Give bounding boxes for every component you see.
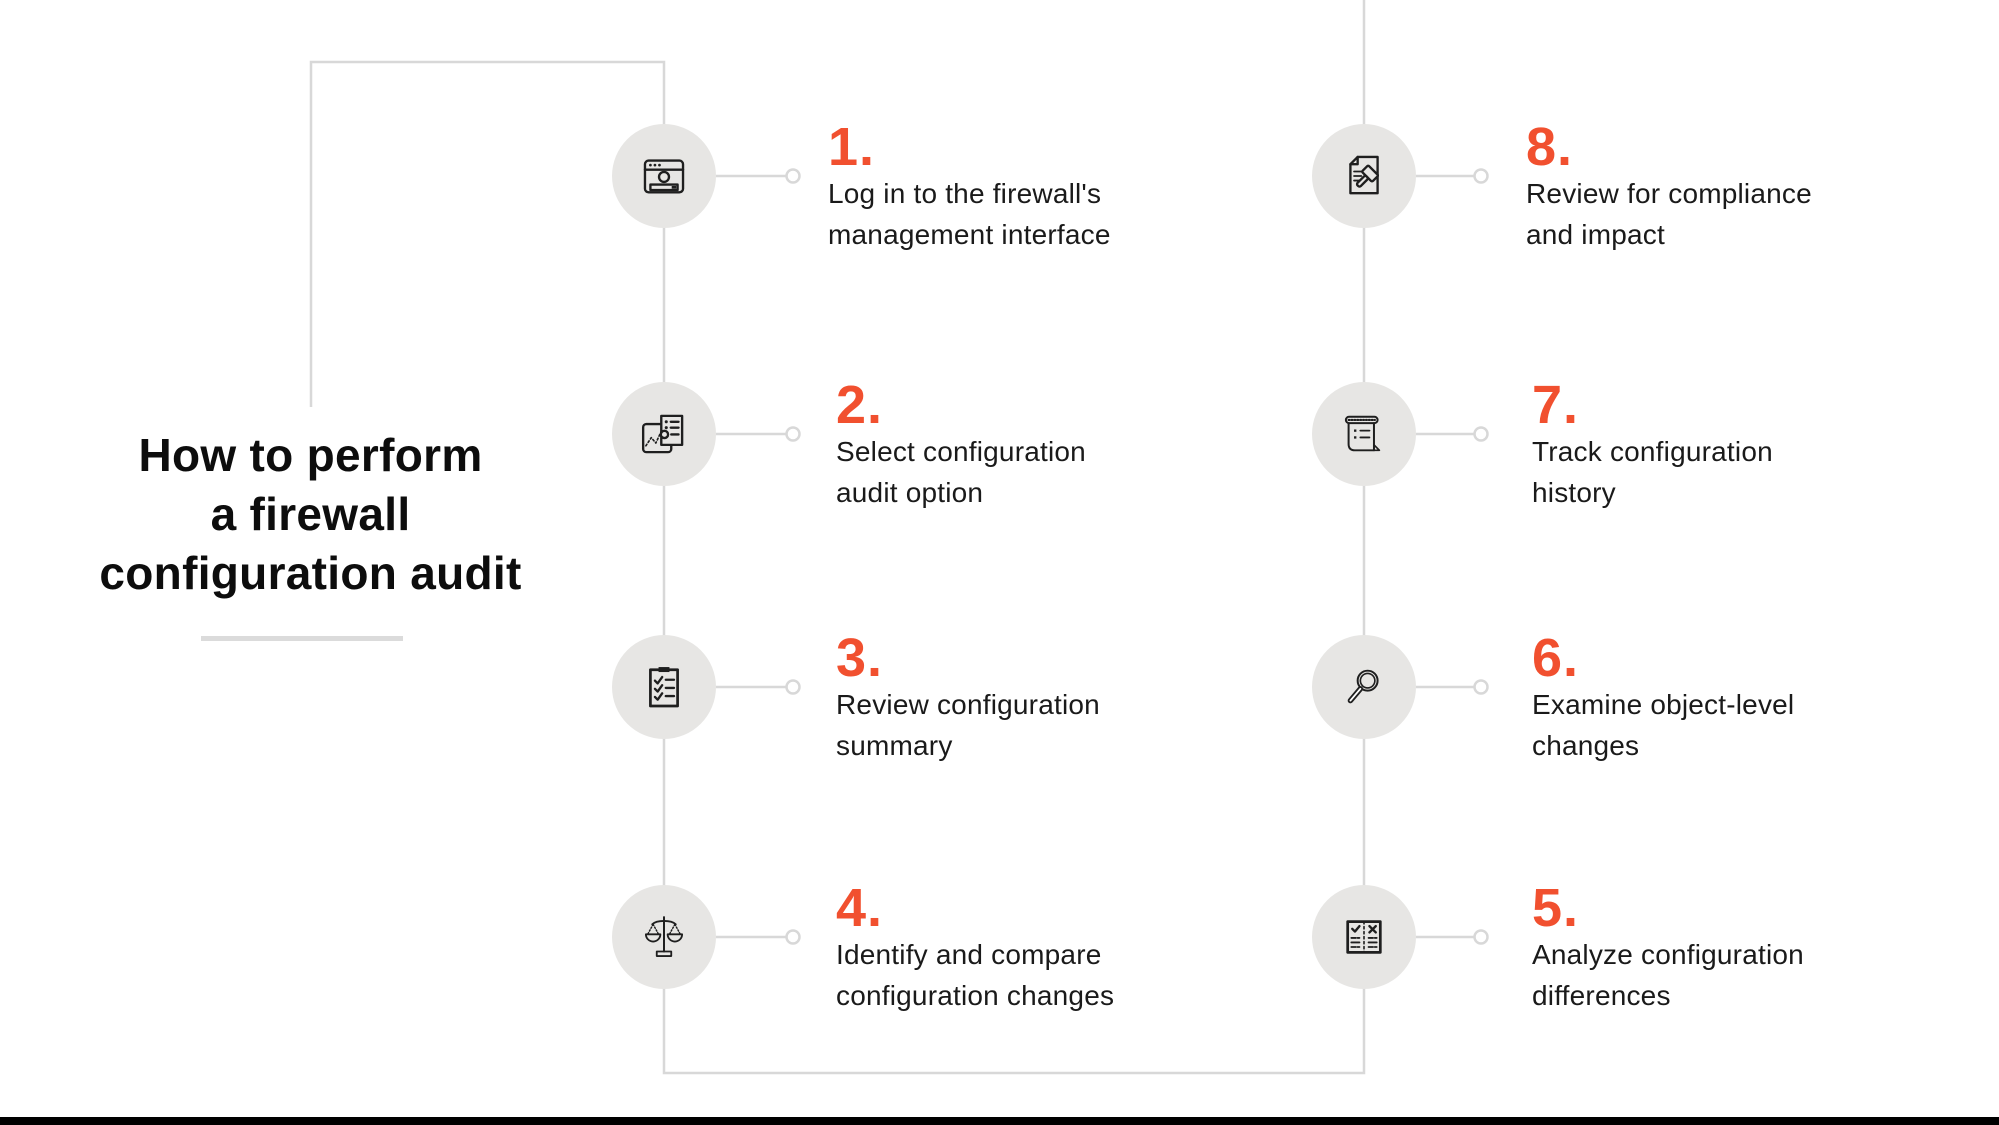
step-number: 5.	[1532, 878, 1580, 938]
title-line: How to perform	[138, 429, 483, 481]
comparison-table-icon	[1346, 920, 1382, 954]
step-text-line: and impact	[1526, 219, 1665, 250]
step-circle-4	[612, 885, 716, 989]
title-line: a firewall	[210, 488, 411, 540]
bottom-bar	[0, 1117, 1999, 1125]
step-text-line: Review for compliance	[1526, 178, 1812, 209]
connector-dot	[785, 168, 801, 184]
step-circle-5	[1312, 885, 1416, 989]
checklist-clipboard-icon	[649, 667, 679, 708]
step-6: 6. Examine object-level changes	[1532, 628, 1999, 766]
step-text-line: audit option	[836, 477, 984, 508]
step-7: 7. Track configuration history	[1532, 375, 1999, 513]
step-circle-1	[612, 124, 716, 228]
step-text-line: summary	[836, 730, 953, 761]
step-text-line: Analyze configuration	[1532, 939, 1804, 970]
connector-dot	[1473, 426, 1489, 442]
step-text-line: Review configuration	[836, 689, 1100, 720]
connector-dot	[1473, 168, 1489, 184]
step-text-line: history	[1532, 477, 1616, 508]
step-text-line: configuration changes	[836, 980, 1115, 1011]
magnifier-icon	[1347, 669, 1379, 704]
report-list-icon	[641, 414, 684, 454]
step-number: 1.	[828, 117, 876, 177]
connector-dot	[1473, 929, 1489, 945]
page-title: How to perform a firewall configuration …	[58, 426, 563, 603]
step-number: 4.	[836, 878, 884, 938]
step-number: 6.	[1532, 628, 1580, 688]
step-circle-3	[612, 635, 716, 739]
step-circle-7	[1312, 382, 1416, 486]
balance-scale-icon	[644, 916, 684, 957]
connector-dot	[785, 426, 801, 442]
step-text-line: Identify and compare	[836, 939, 1102, 970]
step-2: 2. Select configuration audit option	[836, 375, 1306, 513]
step-number: 7.	[1532, 375, 1580, 435]
gavel-document-icon	[1349, 155, 1380, 195]
step-number: 2.	[836, 375, 884, 435]
step-5: 5. Analyze configuration differences	[1532, 878, 1999, 1016]
scroll-history-icon	[1344, 415, 1381, 452]
connector-dot	[1473, 679, 1489, 695]
title-underline	[201, 636, 403, 641]
browser-window-icon	[643, 159, 685, 194]
step-circle-2	[612, 382, 716, 486]
step-text-line: management interface	[828, 219, 1111, 250]
step-4: 4. Identify and compare configuration ch…	[836, 878, 1306, 1016]
step-text-line: Track configuration	[1532, 436, 1773, 467]
step-circle-8	[1312, 124, 1416, 228]
title-line: configuration audit	[99, 547, 522, 599]
step-number: 3.	[836, 628, 884, 688]
step-text-line: Select configuration	[836, 436, 1086, 467]
connector-dot	[785, 679, 801, 695]
step-circle-6	[1312, 635, 1416, 739]
step-text-line: differences	[1532, 980, 1671, 1011]
step-3: 3. Review configuration summary	[836, 628, 1306, 766]
connector-dot	[785, 929, 801, 945]
step-1: 1. Log in to the firewall's management i…	[828, 117, 1298, 255]
step-text-line: Examine object-level	[1532, 689, 1795, 720]
step-number: 8.	[1526, 117, 1574, 177]
step-text-line: changes	[1532, 730, 1640, 761]
step-8: 8. Review for compliance and impact	[1526, 117, 1996, 255]
step-text-line: Log in to the firewall's	[828, 178, 1102, 209]
